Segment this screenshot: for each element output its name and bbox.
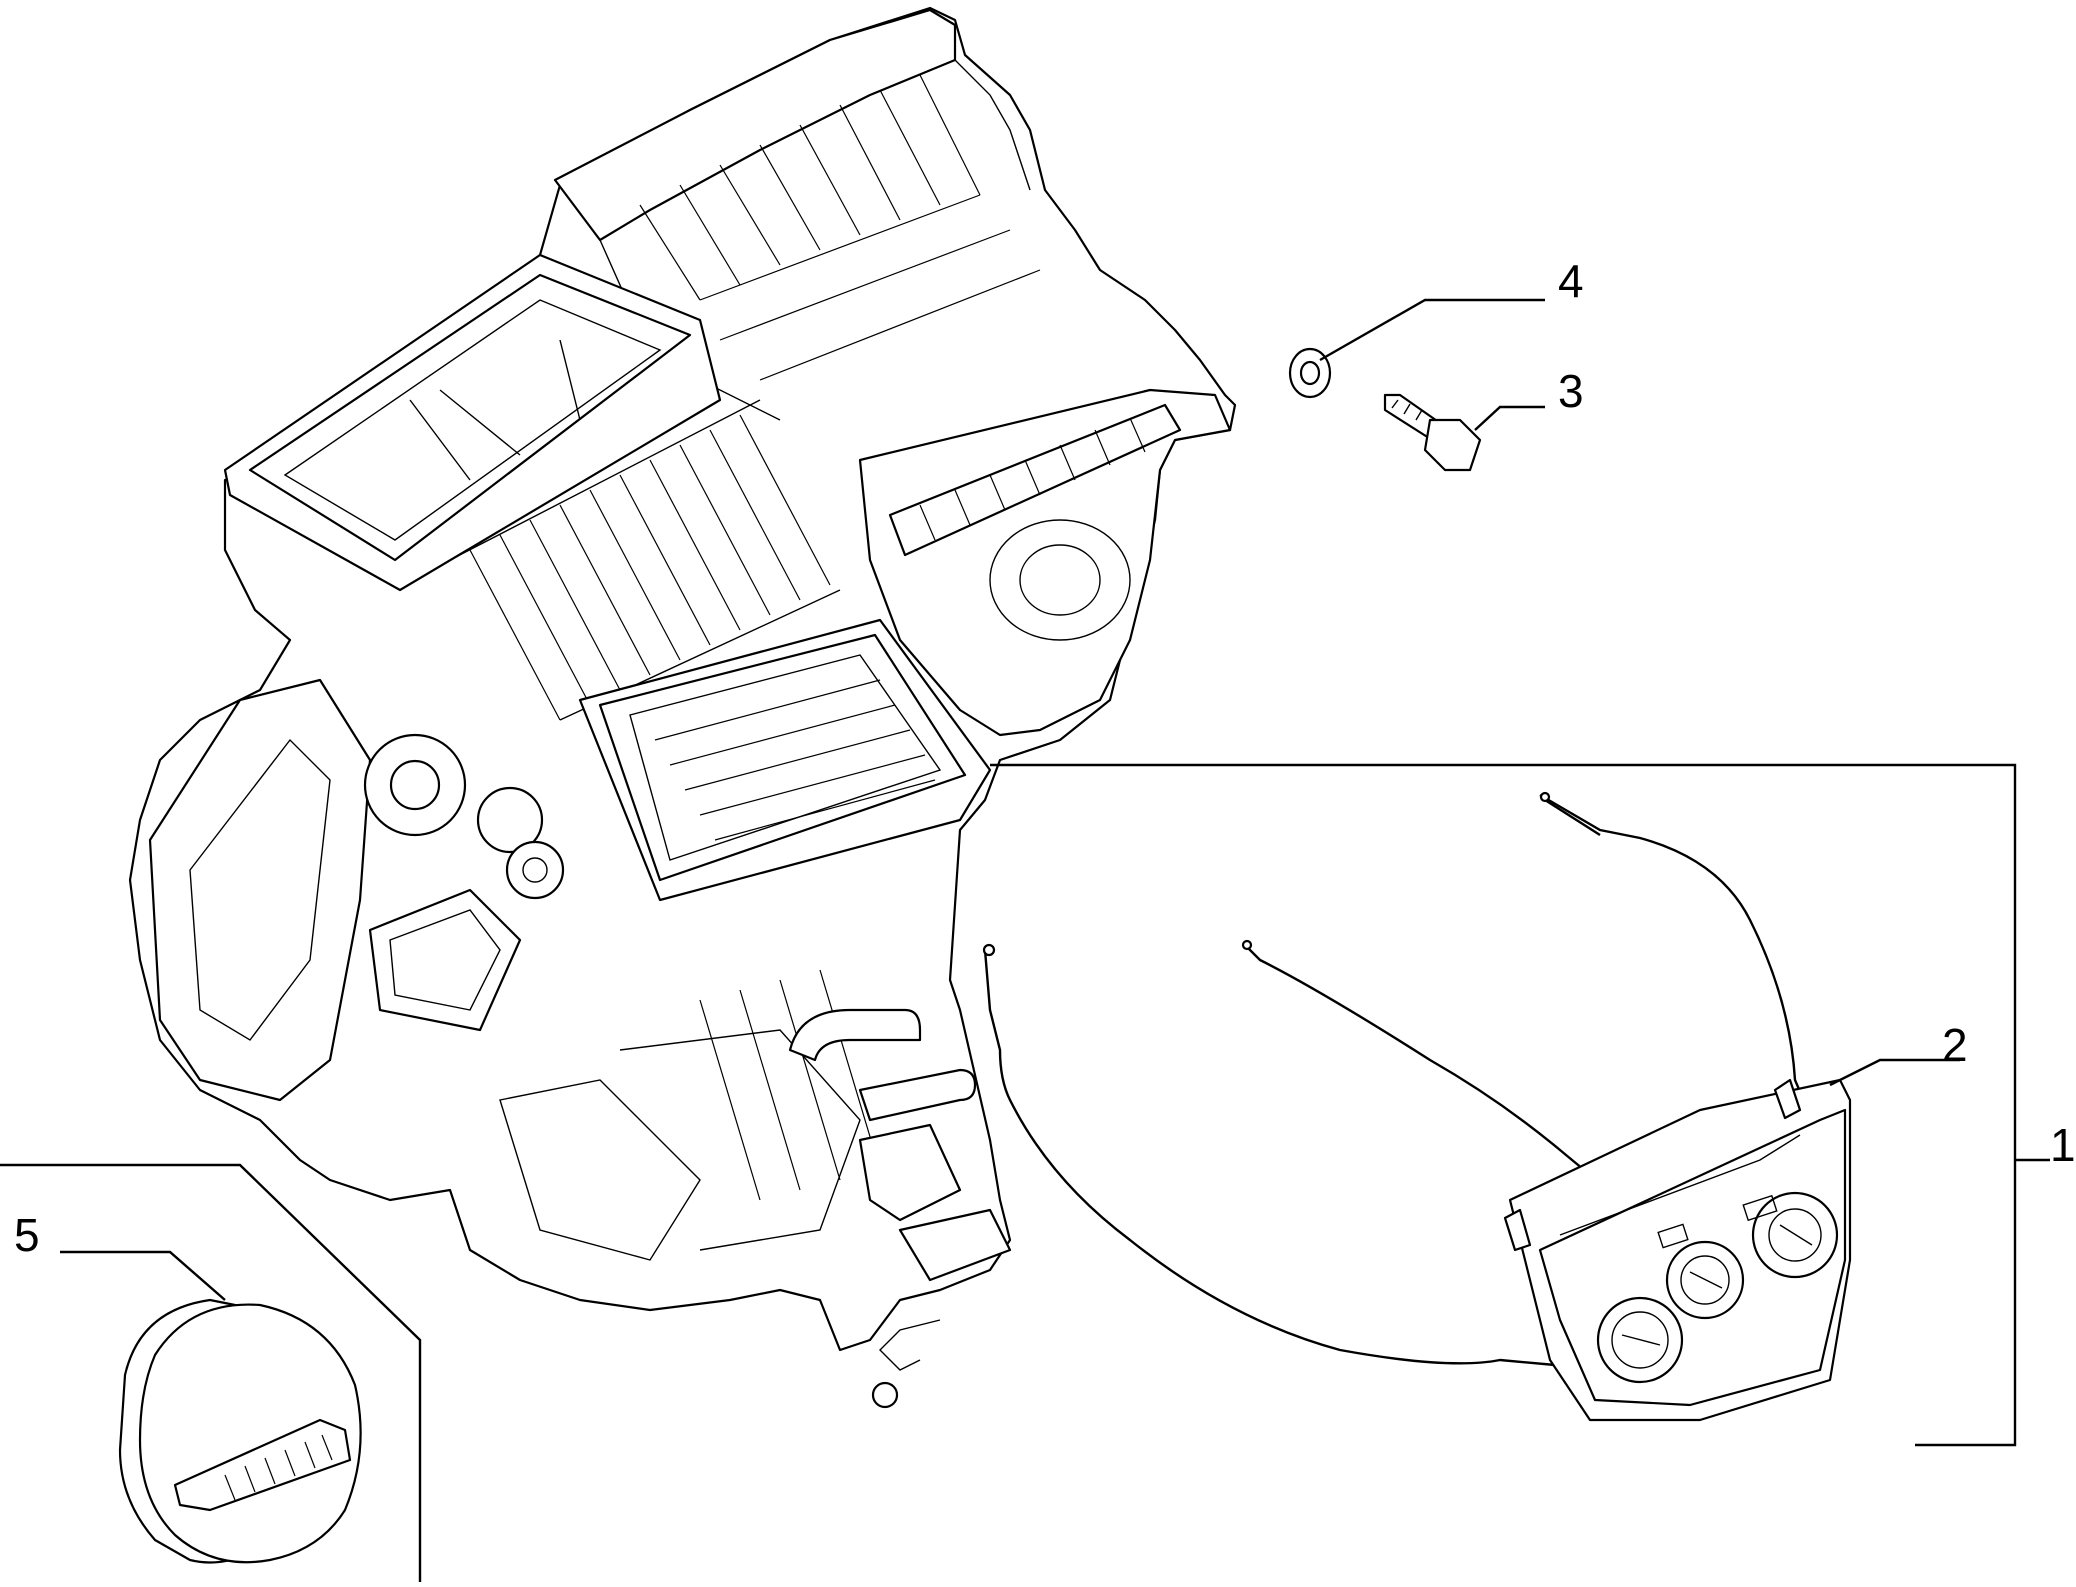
lower-ribs [699,969,881,1201]
bolt-icon [1383,393,1482,472]
leader-lines [0,298,2050,1582]
heater-housing-assembly-icon [128,6,1237,1409]
cap-grip-ribs [224,1434,333,1501]
callout-5: 5 [14,1209,40,1261]
climate-control-panel-icon [1503,1078,1852,1422]
center-fins [469,414,831,721]
upper-duct-ribs [639,74,1041,381]
callout-3: 3 [1558,365,1584,417]
filter-grille [919,417,1146,541]
cap-plug-icon [118,1298,362,1564]
callout-2: 2 [1942,1019,1968,1071]
washer-icon [1288,347,1332,399]
front-vent-louvers [654,679,936,841]
callout-4: 4 [1558,255,1584,307]
callout-1: 1 [2050,1119,2076,1171]
